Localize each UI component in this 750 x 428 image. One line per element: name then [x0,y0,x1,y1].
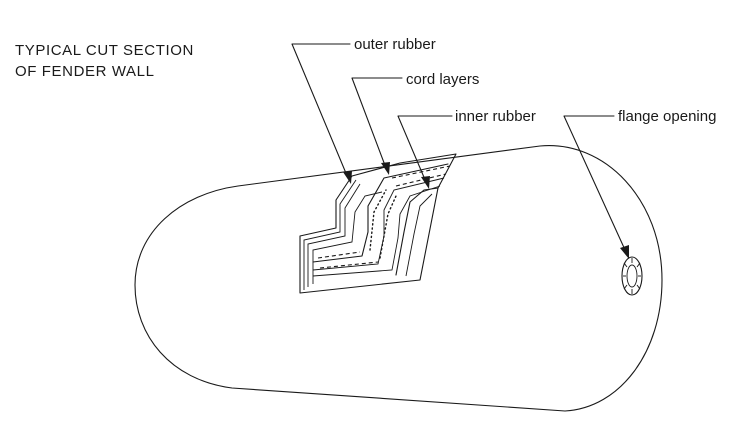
cut-layer-2 [307,183,361,287]
cut-inner-channel [395,187,439,276]
fender-body-outline [134,145,663,412]
cut-section [299,153,457,294]
label-outer-rubber: outer rubber [354,36,436,53]
cut-layer-1 [303,179,357,290]
cord-layer-dashed-top [391,165,451,179]
cord-layer-dashed-lower [317,251,361,259]
label-inner-rubber: inner rubber [455,108,536,125]
arrow-outer-rubber [343,171,352,184]
flange-opening [621,256,643,296]
cut-inner-step [312,163,449,263]
leader-cord-layers [351,77,403,169]
arrow-inner-rubber [421,176,430,189]
title-line-1: TYPICAL CUT SECTION [15,42,194,59]
title-line-2: OF FENDER WALL [15,63,155,80]
arrow-flange-opening [620,245,629,259]
arrow-cord-layers [381,162,390,175]
cord-layer-dashed-lower-2 [319,261,379,269]
cord-layer-dotted-vertical [369,189,387,251]
label-cord-layers: cord layers [406,71,479,88]
cut-layer-3 [312,191,383,284]
leader-inner-rubber [397,115,453,183]
cut-outer-edge [299,153,457,294]
cut-inner-step-3 [312,185,441,277]
cut-inner-step-2 [312,177,445,271]
leader-outer-rubber [291,43,351,179]
leader-flange-opening [563,115,627,253]
cord-layer-dotted-vertical-2 [379,195,397,259]
cut-inner-channel-2 [405,193,433,277]
label-flange-opening: flange opening [618,108,716,125]
cord-layer-dashed-top-2 [395,173,447,187]
